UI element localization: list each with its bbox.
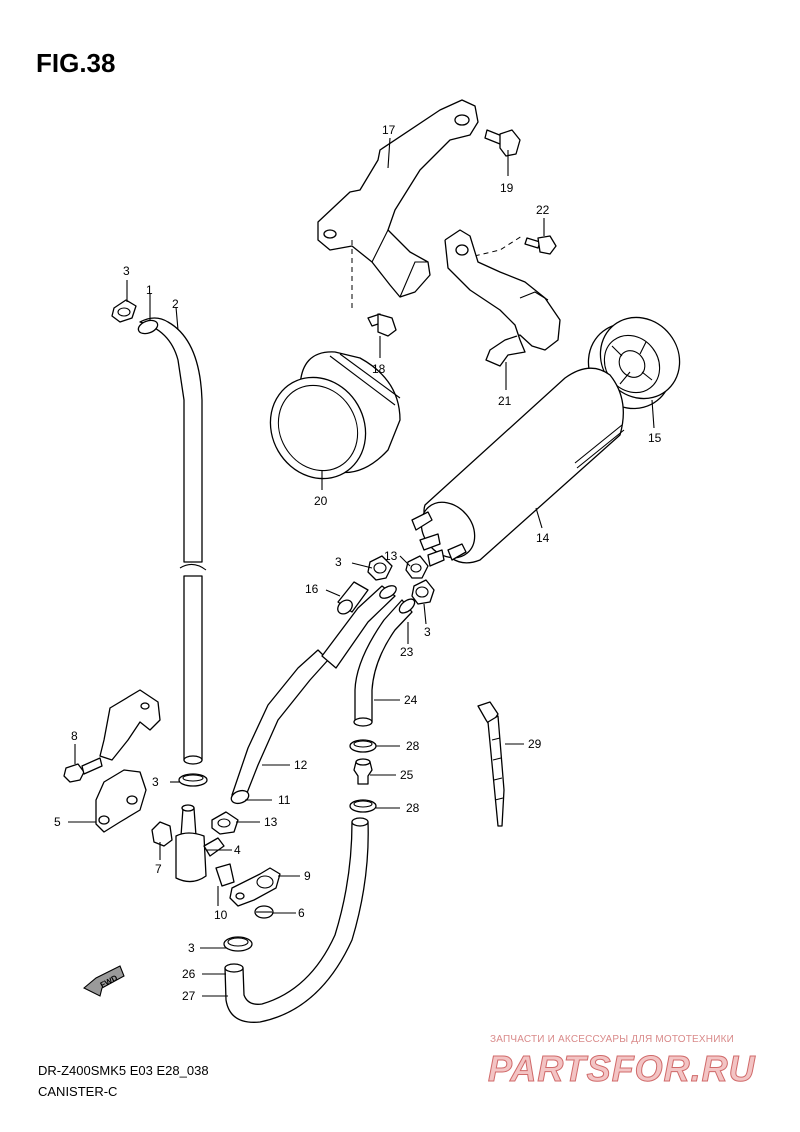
callout-10: 6: [298, 906, 305, 920]
model-code: DR-Z400SMK5 E03 E28_038: [38, 1063, 209, 1078]
part-13-clamp-a[interactable]: [405, 555, 429, 579]
callout-9: 10: [214, 908, 228, 922]
part-4-valve[interactable]: [175, 804, 225, 883]
callout-15: 15: [648, 431, 662, 445]
callout-5: 5: [54, 815, 61, 829]
part-28-clamp-b[interactable]: [349, 799, 377, 813]
callout-3d: 3: [152, 775, 159, 789]
part-7-bolt[interactable]: [63, 757, 103, 783]
part-3-clamp-e[interactable]: [223, 936, 253, 952]
callout-23: 23: [400, 645, 414, 659]
part-3-clamp-a[interactable]: [111, 299, 137, 323]
callout-16: 16: [305, 582, 319, 596]
part-6-clip[interactable]: [151, 821, 173, 847]
part-27-hose[interactable]: [224, 817, 369, 1023]
callout-21: 21: [498, 394, 512, 408]
callout-3e: 3: [188, 941, 195, 955]
dash-21-22: [465, 235, 523, 259]
callout-6: 7: [155, 862, 162, 876]
part-3-clamp-b[interactable]: [367, 555, 393, 581]
part-22-bolt[interactable]: [524, 235, 557, 255]
figure-subtitle: CANISTER-C: [38, 1084, 118, 1099]
callout-13a: 13: [384, 549, 398, 563]
part-3-clamp-c[interactable]: [411, 579, 435, 605]
part-29-tie[interactable]: [477, 701, 505, 827]
callout-13b: 13: [264, 815, 278, 829]
part-21-bracket[interactable]: [444, 229, 561, 367]
part-28-clamp-a[interactable]: [349, 739, 377, 753]
callout-29: 29: [528, 737, 542, 751]
callout-labels: 3 1 2 17 18 19 22 21 15 20 14 3 13 16 3 …: [54, 123, 662, 1003]
callout-28a: 28: [406, 739, 420, 753]
part-5-plate[interactable]: [95, 769, 147, 833]
callout-14: 14: [536, 531, 550, 545]
figure-title: FIG.38: [36, 48, 116, 78]
part-17-bracket[interactable]: [317, 99, 479, 298]
watermark-tagline: ЗАПЧАСТИ И АКСЕССУАРЫ ДЛЯ МОТОТЕХНИКИ: [490, 1034, 735, 1045]
callout-1: 1: [146, 283, 153, 297]
part-20-cover[interactable]: [252, 351, 401, 496]
callout-17: 17: [382, 123, 396, 137]
callout-20: 20: [314, 494, 328, 508]
part-18-bolt[interactable]: [367, 313, 397, 337]
part-16-cap[interactable]: [335, 581, 369, 617]
callout-22: 22: [536, 203, 550, 217]
part-8-bracket[interactable]: [229, 867, 281, 907]
callout-7: 8: [71, 729, 78, 743]
part-13-clamp-b[interactable]: [211, 811, 239, 835]
callout-26: 26: [182, 967, 196, 981]
watermark-logo: PARTSFOR.RU: [488, 1048, 756, 1090]
part-3-clamp-d[interactable]: [178, 773, 208, 787]
callout-12: 12: [294, 758, 308, 772]
callout-8: 9: [304, 869, 311, 883]
part-14-canister[interactable]: [410, 367, 625, 568]
callout-27: 27: [182, 989, 196, 1003]
callout-19: 19: [500, 181, 514, 195]
callout-3a: 3: [123, 264, 130, 278]
part-25-joint[interactable]: [353, 758, 373, 785]
callout-25: 25: [400, 768, 414, 782]
callout-11: 11: [278, 793, 291, 807]
part-7-bracket[interactable]: [99, 689, 161, 761]
callout-18: 18: [372, 362, 386, 376]
fwd-arrow-icon: FWD: [83, 965, 125, 997]
callout-3b: 3: [335, 555, 342, 569]
callout-28b: 28: [406, 801, 420, 815]
part-2-hose[interactable]: [137, 317, 207, 765]
part-19-bolt[interactable]: [484, 129, 521, 157]
callout-2: 2: [172, 297, 179, 311]
part-12-hose[interactable]: [229, 583, 398, 806]
part-10-bolt[interactable]: [254, 905, 274, 919]
callout-24: 24: [404, 693, 418, 707]
part-9-clip[interactable]: [215, 863, 235, 887]
part-24-hose[interactable]: [353, 596, 417, 727]
leader-lines: [68, 137, 655, 997]
callout-4: 4: [234, 843, 241, 857]
callout-3c: 3: [424, 625, 431, 639]
